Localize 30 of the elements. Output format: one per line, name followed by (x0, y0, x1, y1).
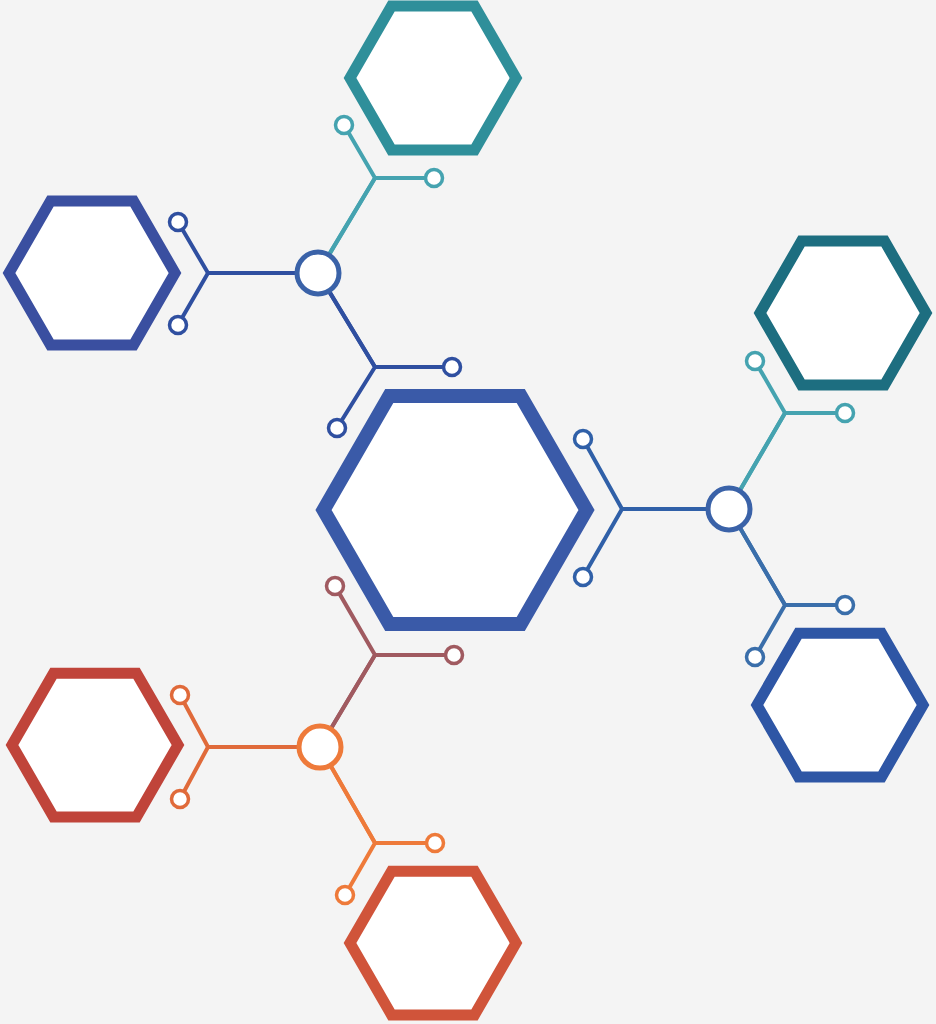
connector-line (328, 291, 377, 422)
connector-line (738, 411, 837, 491)
connector-dot (834, 594, 856, 616)
connector-dot (744, 350, 766, 372)
connector-dot (424, 832, 446, 854)
connector-dot (333, 114, 355, 136)
connector-line (330, 653, 446, 729)
connector-line (182, 745, 299, 792)
connector-dot (167, 211, 189, 233)
connector-dot (324, 575, 346, 597)
connector-dot (834, 402, 856, 424)
connector-dot (326, 417, 348, 439)
connector-dot (572, 566, 594, 588)
connector-line (738, 527, 787, 651)
connector-dot (334, 884, 356, 906)
connector-line (329, 765, 377, 889)
connector-dot (572, 428, 594, 450)
hub-circle (294, 249, 342, 297)
connector-line (328, 176, 426, 255)
connector-line (181, 271, 297, 319)
connector-dot (169, 684, 191, 706)
connector-line (586, 507, 708, 571)
hub-circle (296, 723, 344, 771)
connector-dot (443, 644, 465, 666)
connector-dot (423, 167, 445, 189)
connector-dot (441, 356, 463, 378)
connector-dot (744, 646, 766, 668)
connector-dot (169, 788, 191, 810)
hub-circle (705, 485, 753, 533)
connector-dot (167, 314, 189, 336)
